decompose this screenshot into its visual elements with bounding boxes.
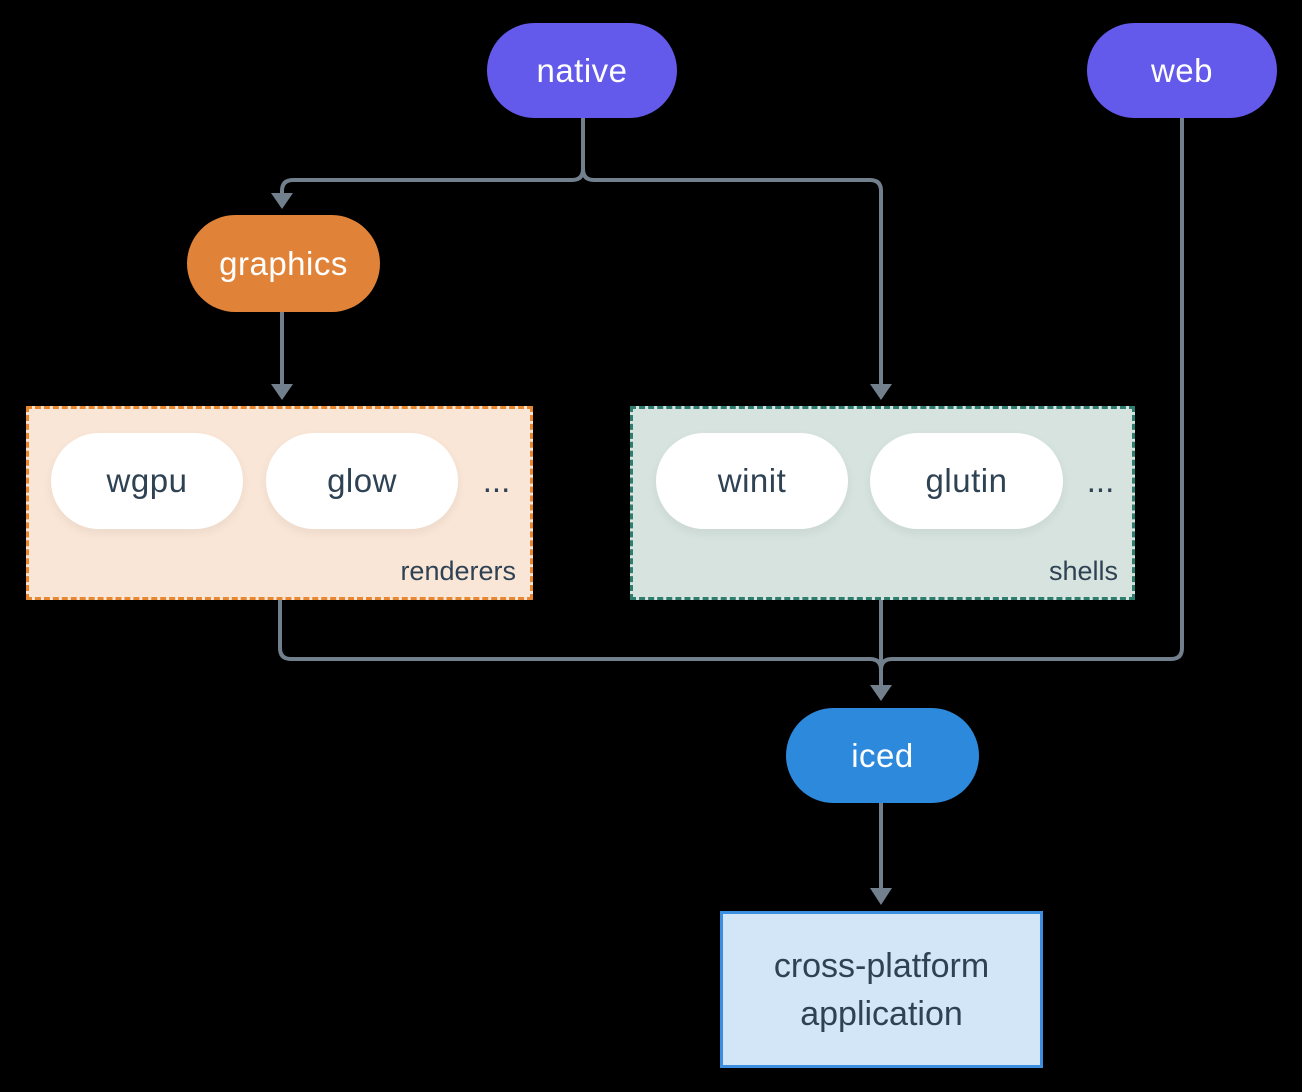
node-native: native xyxy=(487,23,677,118)
shells-group-label: shells xyxy=(1048,556,1118,586)
node-web-label: web xyxy=(1150,51,1214,89)
group-renderers: wgpu glow ... renderers xyxy=(26,406,533,600)
node-web: web xyxy=(1087,23,1277,118)
node-wgpu: wgpu xyxy=(51,433,243,529)
node-winit-label: winit xyxy=(717,462,787,499)
edge-renderers-iced xyxy=(278,600,883,676)
arrowhead-shells xyxy=(870,384,892,400)
node-glutin: glutin xyxy=(870,433,1063,529)
node-glow: glow xyxy=(266,433,458,529)
renderers-group-label: renderers xyxy=(400,556,516,586)
node-iced: iced xyxy=(786,708,979,803)
arrowhead-graphics xyxy=(271,193,293,209)
shells-ellipsis: ... xyxy=(1086,462,1115,499)
node-graphics-label: graphics xyxy=(219,244,348,282)
node-wgpu-label: wgpu xyxy=(106,462,188,499)
arrowhead-renderers xyxy=(271,384,293,400)
node-native-label: native xyxy=(536,51,628,89)
app-label-line1: cross-platform xyxy=(773,946,990,985)
app-label-line2: application xyxy=(800,994,963,1033)
group-shells: winit glutin ... shells xyxy=(630,406,1135,600)
node-graphics: graphics xyxy=(187,215,380,312)
node-cross-platform-application: cross-platform application xyxy=(720,911,1043,1068)
renderers-ellipsis: ... xyxy=(482,462,511,499)
node-glutin-label: glutin xyxy=(925,462,1008,499)
edge-native-graphics xyxy=(280,118,585,195)
arrowhead-app xyxy=(870,888,892,905)
node-winit: winit xyxy=(656,433,848,529)
node-glow-label: glow xyxy=(327,462,397,499)
edge-native-shells xyxy=(581,118,883,385)
node-iced-label: iced xyxy=(851,736,914,774)
arrowhead-iced xyxy=(870,685,892,701)
